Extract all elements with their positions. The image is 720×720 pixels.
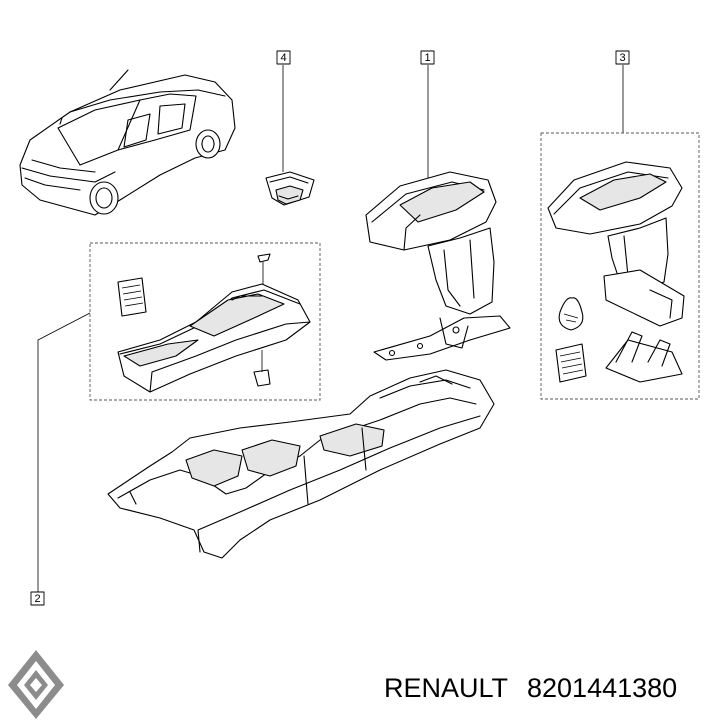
- svg-text:4: 4: [280, 52, 286, 64]
- callout-3: 3: [615, 50, 630, 65]
- svg-text:1: 1: [424, 52, 430, 64]
- part-3-armrest-kit: [540, 65, 700, 400]
- svg-text:3: 3: [619, 52, 625, 64]
- part-1-armrest: [365, 65, 511, 361]
- callout-2: 2: [30, 591, 45, 606]
- caption-brand: RENAULT: [384, 673, 508, 703]
- center-console: [107, 369, 495, 559]
- caption-part-number: 8201441380: [527, 673, 677, 703]
- callout-4: 4: [276, 50, 291, 65]
- part-2-tray-kit: [37, 242, 321, 592]
- part-4-tray: [265, 65, 315, 206]
- vehicle-illustration: [19, 69, 236, 216]
- svg-text:2: 2: [34, 593, 40, 605]
- renault-logo-icon: [8, 650, 64, 719]
- callout-1: 1: [420, 50, 435, 65]
